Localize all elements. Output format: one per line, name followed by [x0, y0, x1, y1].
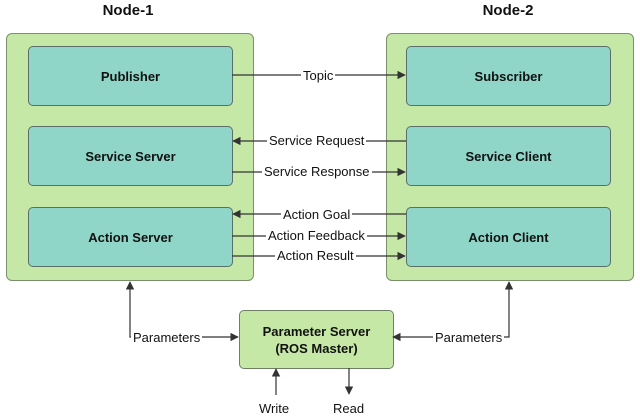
action-feedback-label: Action Feedback: [266, 228, 367, 243]
action-server-box: Action Server: [28, 207, 233, 267]
service-request-label: Service Request: [267, 133, 367, 148]
parameter-server-label: Parameter Server: [262, 323, 371, 339]
subscriber-label: Subscriber: [474, 68, 543, 84]
action-server-label: Action Server: [88, 229, 173, 245]
publisher-box: Publisher: [28, 46, 233, 106]
read-label: Read: [331, 401, 367, 416]
action-client-label: Action Client: [468, 229, 549, 245]
parameters-right-connector: [392, 281, 514, 342]
action-client-box: Action Client: [406, 207, 611, 267]
write-label: Write: [257, 401, 292, 416]
action-goal-label: Action Goal: [281, 207, 353, 222]
topic-label: Topic: [301, 68, 336, 83]
ros-master-label: (ROS Master): [275, 340, 358, 356]
publisher-label: Publisher: [100, 68, 161, 84]
parameters-right-label: Parameters: [433, 330, 505, 345]
parameters-left-connector: [125, 281, 239, 342]
service-response-label: Service Response: [262, 164, 372, 179]
service-server-box: Service Server: [28, 126, 233, 186]
parameter-server-box: Parameter Server (ROS Master): [239, 310, 394, 369]
node-1-title: Node-1: [102, 2, 154, 19]
service-client-box: Service Client: [406, 126, 611, 186]
service-client-label: Service Client: [465, 148, 552, 164]
node-2-title: Node-2: [482, 2, 534, 19]
service-server-label: Service Server: [85, 148, 176, 164]
parameters-left-label: Parameters: [131, 330, 203, 345]
action-result-label: Action Result: [275, 248, 356, 263]
subscriber-box: Subscriber: [406, 46, 611, 106]
